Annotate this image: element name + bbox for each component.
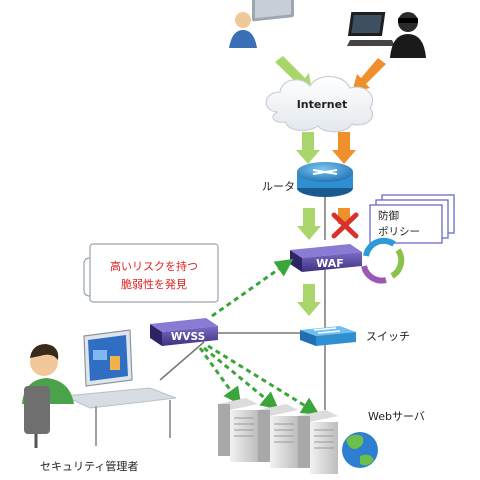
cycle-arrows-icon xyxy=(361,237,405,284)
globe-icon xyxy=(342,432,378,468)
note-line2: 脆弱性を発見 xyxy=(121,277,187,291)
waf-label: WAF xyxy=(316,257,344,270)
waf-device xyxy=(290,244,362,272)
policy-label-line2: ポリシー xyxy=(378,226,420,238)
internet-label: Internet xyxy=(297,98,348,111)
switch-icon xyxy=(300,326,356,346)
security-admin-icon xyxy=(22,329,177,448)
web-server-label: Webサーバ xyxy=(368,410,425,423)
vulnerability-note xyxy=(83,243,219,303)
traffic-arrows-mid xyxy=(296,132,356,164)
attacker-icon xyxy=(347,12,426,58)
router-icon xyxy=(297,162,353,197)
network-lines xyxy=(159,180,326,410)
switch-label: スイッチ xyxy=(366,330,410,343)
wvss-label: WVSS xyxy=(171,331,205,343)
router-label: ルータ xyxy=(262,180,295,193)
scan-arrows xyxy=(198,258,320,415)
wvss-device xyxy=(150,318,218,346)
web-server-icon xyxy=(218,398,338,474)
user-pc-icon xyxy=(229,0,294,48)
internet-cloud xyxy=(265,75,374,133)
defense-policy-docs xyxy=(369,194,455,244)
policy-label-line1: 防御 xyxy=(378,209,399,222)
blocked-x-icon xyxy=(331,212,359,239)
note-line1: 高いリスクを持つ xyxy=(110,259,198,273)
traffic-arrow-switch xyxy=(297,284,321,316)
security-admin-label: セキュリティ管理者 xyxy=(40,459,138,473)
